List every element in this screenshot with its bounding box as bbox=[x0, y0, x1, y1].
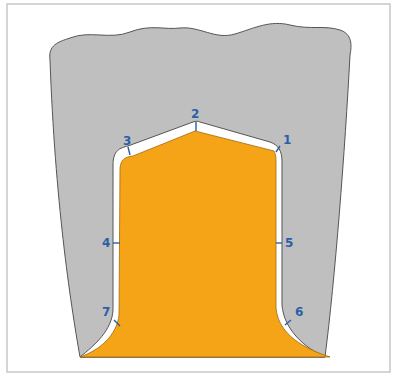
callout-number: 1 bbox=[283, 134, 291, 146]
callout-number: 4 bbox=[102, 237, 110, 249]
measurement-ticks bbox=[113, 122, 291, 326]
callout-number: 6 bbox=[295, 306, 303, 318]
callout-number: 5 bbox=[285, 237, 293, 249]
tooth-die bbox=[80, 131, 330, 357]
crown-shape bbox=[50, 23, 351, 357]
callout-number: 3 bbox=[123, 135, 131, 147]
frame bbox=[7, 4, 390, 372]
callout-number: 7 bbox=[102, 306, 110, 318]
callout-number: 2 bbox=[191, 108, 199, 120]
